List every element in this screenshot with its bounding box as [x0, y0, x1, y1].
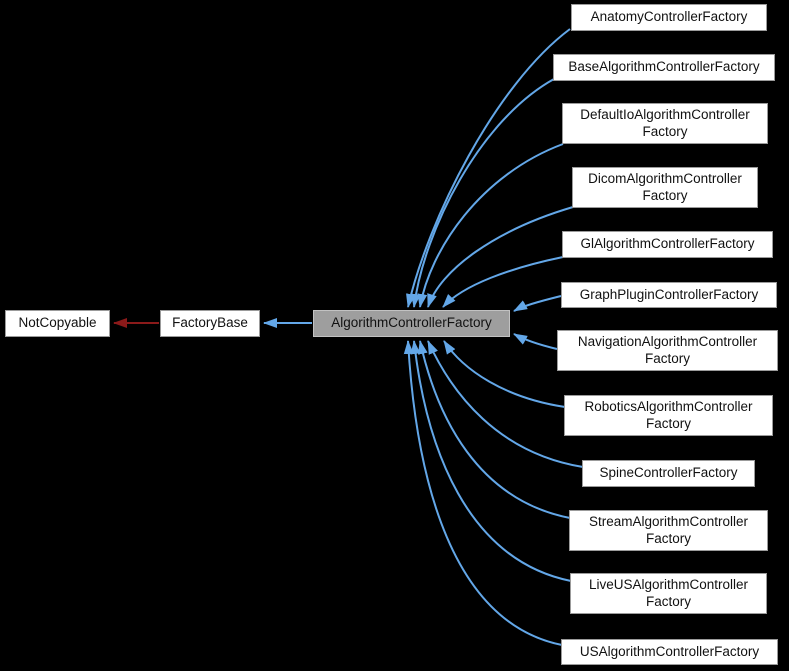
class-node-factorybase[interactable]: FactoryBase: [160, 310, 260, 337]
class-label: AlgorithmControllerFactory: [331, 315, 492, 331]
edge-usalgorithmcontrollerfactory: [403, 340, 563, 646]
class-label: BaseAlgorithmControllerFactory: [568, 59, 760, 75]
edge-glalgorithmcontrollerfactory: [442, 256, 564, 308]
edge-navigationalgorithmcontrollerfactory: [513, 333, 558, 350]
edge-streamalgorithmcontrollerfactory: [417, 340, 571, 519]
class-label: USAlgorithmControllerFactory: [579, 643, 760, 659]
class-label: SpineControllerFactory: [599, 465, 738, 481]
class-label: StreamAlgorithmController Factory: [588, 514, 749, 546]
edge-anatomycontrollerfactory: [406, 28, 571, 308]
edge-defaultioalgorithmcontrollerfactory: [417, 143, 564, 308]
class-node-anatomycontrollerfactory[interactable]: AnatomyControllerFactory: [571, 4, 767, 31]
class-node-glalgorithmcontrollerfactory[interactable]: GlAlgorithmControllerFactory: [562, 231, 773, 258]
class-node-navigationalgorithmcontrollerfactory[interactable]: NavigationAlgorithmController Factory: [557, 330, 778, 371]
class-node-liveusalgorithmcontrollerfactory[interactable]: LiveUSAlgorithmController Factory: [570, 573, 767, 614]
class-label: FactoryBase: [172, 315, 248, 331]
class-label: AnatomyControllerFactory: [590, 9, 748, 25]
edge-dicomalgorithmcontrollerfactory: [427, 206, 574, 308]
class-node-defaultioalgorithmcontrollerfactory[interactable]: DefaultIoAlgorithmController Factory: [562, 103, 768, 144]
class-label: DefaultIoAlgorithmController Factory: [580, 107, 750, 139]
edge-graphplugincontrollerfactory: [513, 295, 562, 312]
class-node-roboticsalgorithmcontrollerfactory[interactable]: RoboticsAlgorithmController Factory: [564, 395, 773, 436]
class-node-graphplugincontrollerfactory[interactable]: GraphPluginControllerFactory: [561, 282, 777, 308]
class-node-dicomalgorithmcontrollerfactory[interactable]: DicomAlgorithmController Factory: [572, 167, 758, 208]
class-node-basealgorithmcontrollerfactory[interactable]: BaseAlgorithmControllerFactory: [553, 54, 775, 81]
class-label: LiveUSAlgorithmController Factory: [588, 577, 749, 609]
class-label: DicomAlgorithmController Factory: [588, 171, 742, 203]
class-node-usalgorithmcontrollerfactory[interactable]: USAlgorithmControllerFactory: [561, 639, 778, 665]
edge-liveusalgorithmcontrollerfactory: [410, 340, 572, 582]
class-label: GlAlgorithmControllerFactory: [580, 236, 755, 252]
class-label: RoboticsAlgorithmController Factory: [584, 399, 753, 431]
class-node-notcopyable[interactable]: NotCopyable: [5, 310, 110, 337]
class-node-streamalgorithmcontrollerfactory[interactable]: StreamAlgorithmController Factory: [569, 510, 768, 551]
class-node-spinecontrollerfactory[interactable]: SpineControllerFactory: [582, 460, 755, 487]
class-label: GraphPluginControllerFactory: [579, 286, 759, 302]
class-label: NavigationAlgorithmController Factory: [577, 334, 758, 366]
edge-spinecontrollerfactory: [427, 340, 584, 468]
edge-basealgorithmcontrollerfactory: [410, 78, 555, 308]
edge-roboticsalgorithmcontrollerfactory: [443, 340, 566, 408]
class-node-algorithmcontrollerfactory: AlgorithmControllerFactory: [313, 310, 510, 337]
class-label: NotCopyable: [18, 315, 97, 331]
